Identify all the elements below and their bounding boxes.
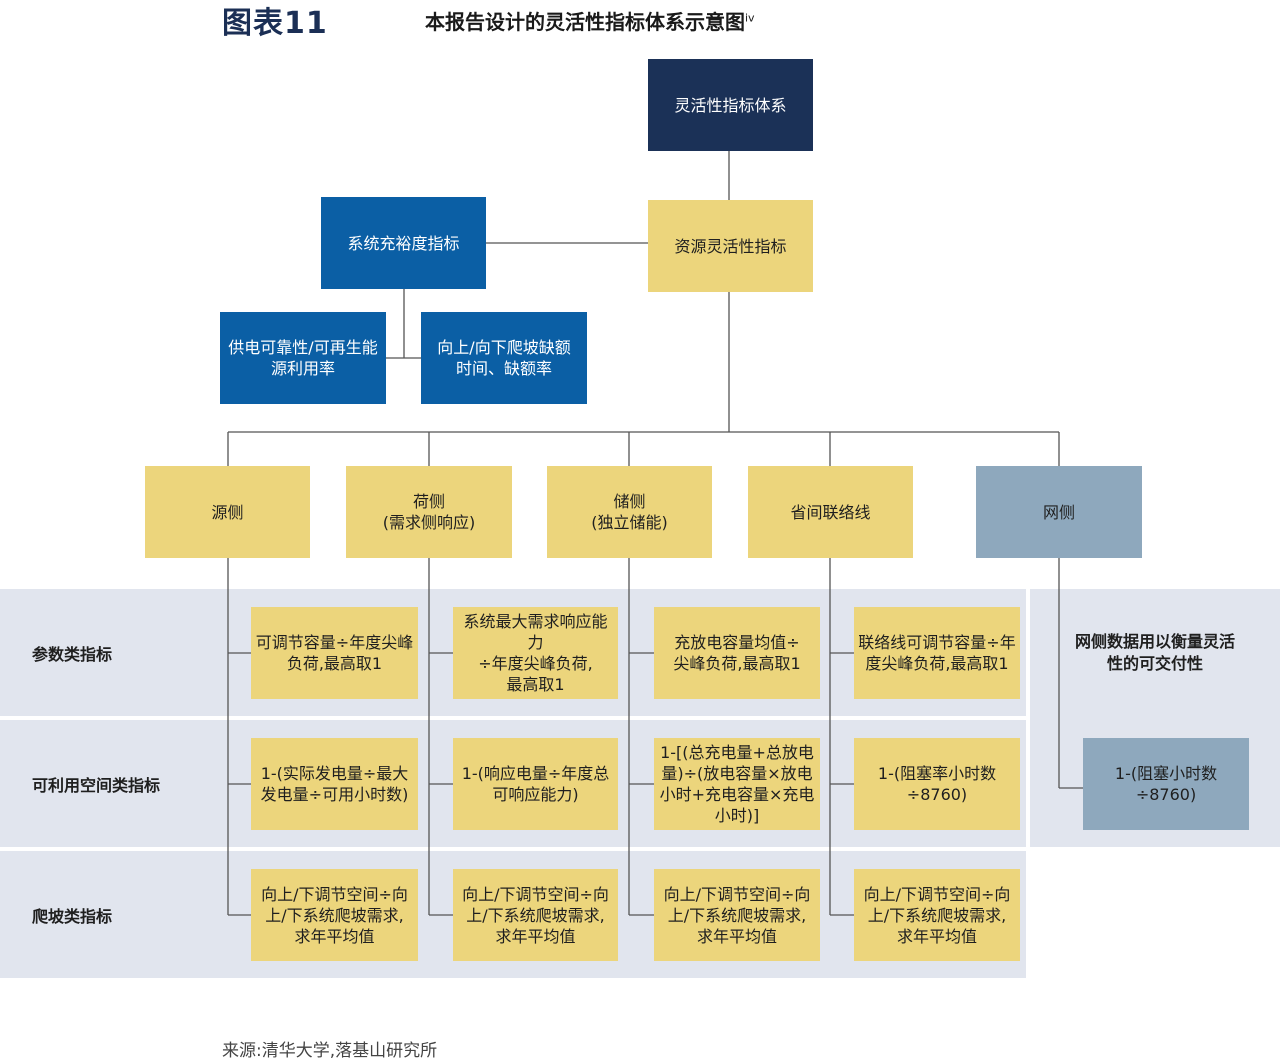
cell-storage-available-space: 1-[(总充电量+总放电 量)÷(放电容量×放电 小时+充电容量×充电 小时)]	[654, 738, 820, 830]
row-label-available-space: 可利用空间类指标	[32, 776, 161, 795]
grid-side-node: 网侧	[976, 466, 1142, 558]
reliability-node: 供电可靠性/可再生能 源利用率	[220, 312, 386, 404]
figure-label: 图表11	[222, 6, 328, 41]
interprovincial-line-node: 省间联络线	[748, 466, 913, 558]
cell-load-ramping: 向上/下调节空间÷向 上/下系统爬坡需求, 求年平均值	[453, 869, 618, 961]
grid-side-value: 1-(阻塞小时数÷8760)	[1083, 738, 1249, 830]
cell-storage-parameter: 充放电容量均值÷ 尖峰负荷,最高取1	[654, 607, 820, 699]
source-note: 来源:清华大学,落基山研究所	[222, 1041, 438, 1061]
diagram-title-text: 本报告设计的灵活性指标体系示意图	[425, 10, 745, 34]
root-node: 灵活性指标体系	[648, 59, 813, 151]
cell-storage-ramping: 向上/下调节空间÷向 上/下系统爬坡需求, 求年平均值	[654, 869, 820, 961]
grid-side-note: 网侧数据用以衡量灵活 性的可交付性	[1074, 632, 1235, 673]
row-label-ramping: 爬坡类指标	[32, 907, 113, 926]
ramp-gap-node: 向上/向下爬坡缺额 时间、缺额率	[421, 312, 587, 404]
diagram-title: 本报告设计的灵活性指标体系示意图iv	[425, 6, 755, 35]
load-side-node: 荷侧 (需求侧响应)	[346, 466, 512, 558]
cell-load-parameter: 系统最大需求响应能力 ÷年度尖峰负荷, 最高取1	[453, 607, 618, 699]
resource-flexibility-node: 资源灵活性指标	[648, 200, 813, 292]
cell-source-ramping: 向上/下调节空间÷向 上/下系统爬坡需求, 求年平均值	[251, 869, 418, 961]
cell-interprovincial-ramping: 向上/下调节空间÷向 上/下系统爬坡需求, 求年平均值	[854, 869, 1020, 961]
source-side-node: 源侧	[145, 466, 310, 558]
cell-interprovincial-available-space: 1-(阻塞率小时数 ÷8760)	[854, 738, 1020, 830]
storage-side-node: 储侧 (独立储能)	[547, 466, 712, 558]
cell-interprovincial-parameter: 联络线可调节容量÷年 度尖峰负荷,最高取1	[854, 607, 1020, 699]
cell-source-parameter: 可调节容量÷年度尖峰 负荷,最高取1	[251, 607, 418, 699]
system-adequacy-node: 系统充裕度指标	[321, 197, 486, 289]
cell-load-available-space: 1-(响应电量÷年度总 可响应能力)	[453, 738, 618, 830]
title-footnote-marker: iv	[745, 11, 755, 25]
row-label-parameter: 参数类指标	[32, 645, 113, 664]
cell-source-available-space: 1-(实际发电量÷最大 发电量÷可用小时数)	[251, 738, 418, 830]
